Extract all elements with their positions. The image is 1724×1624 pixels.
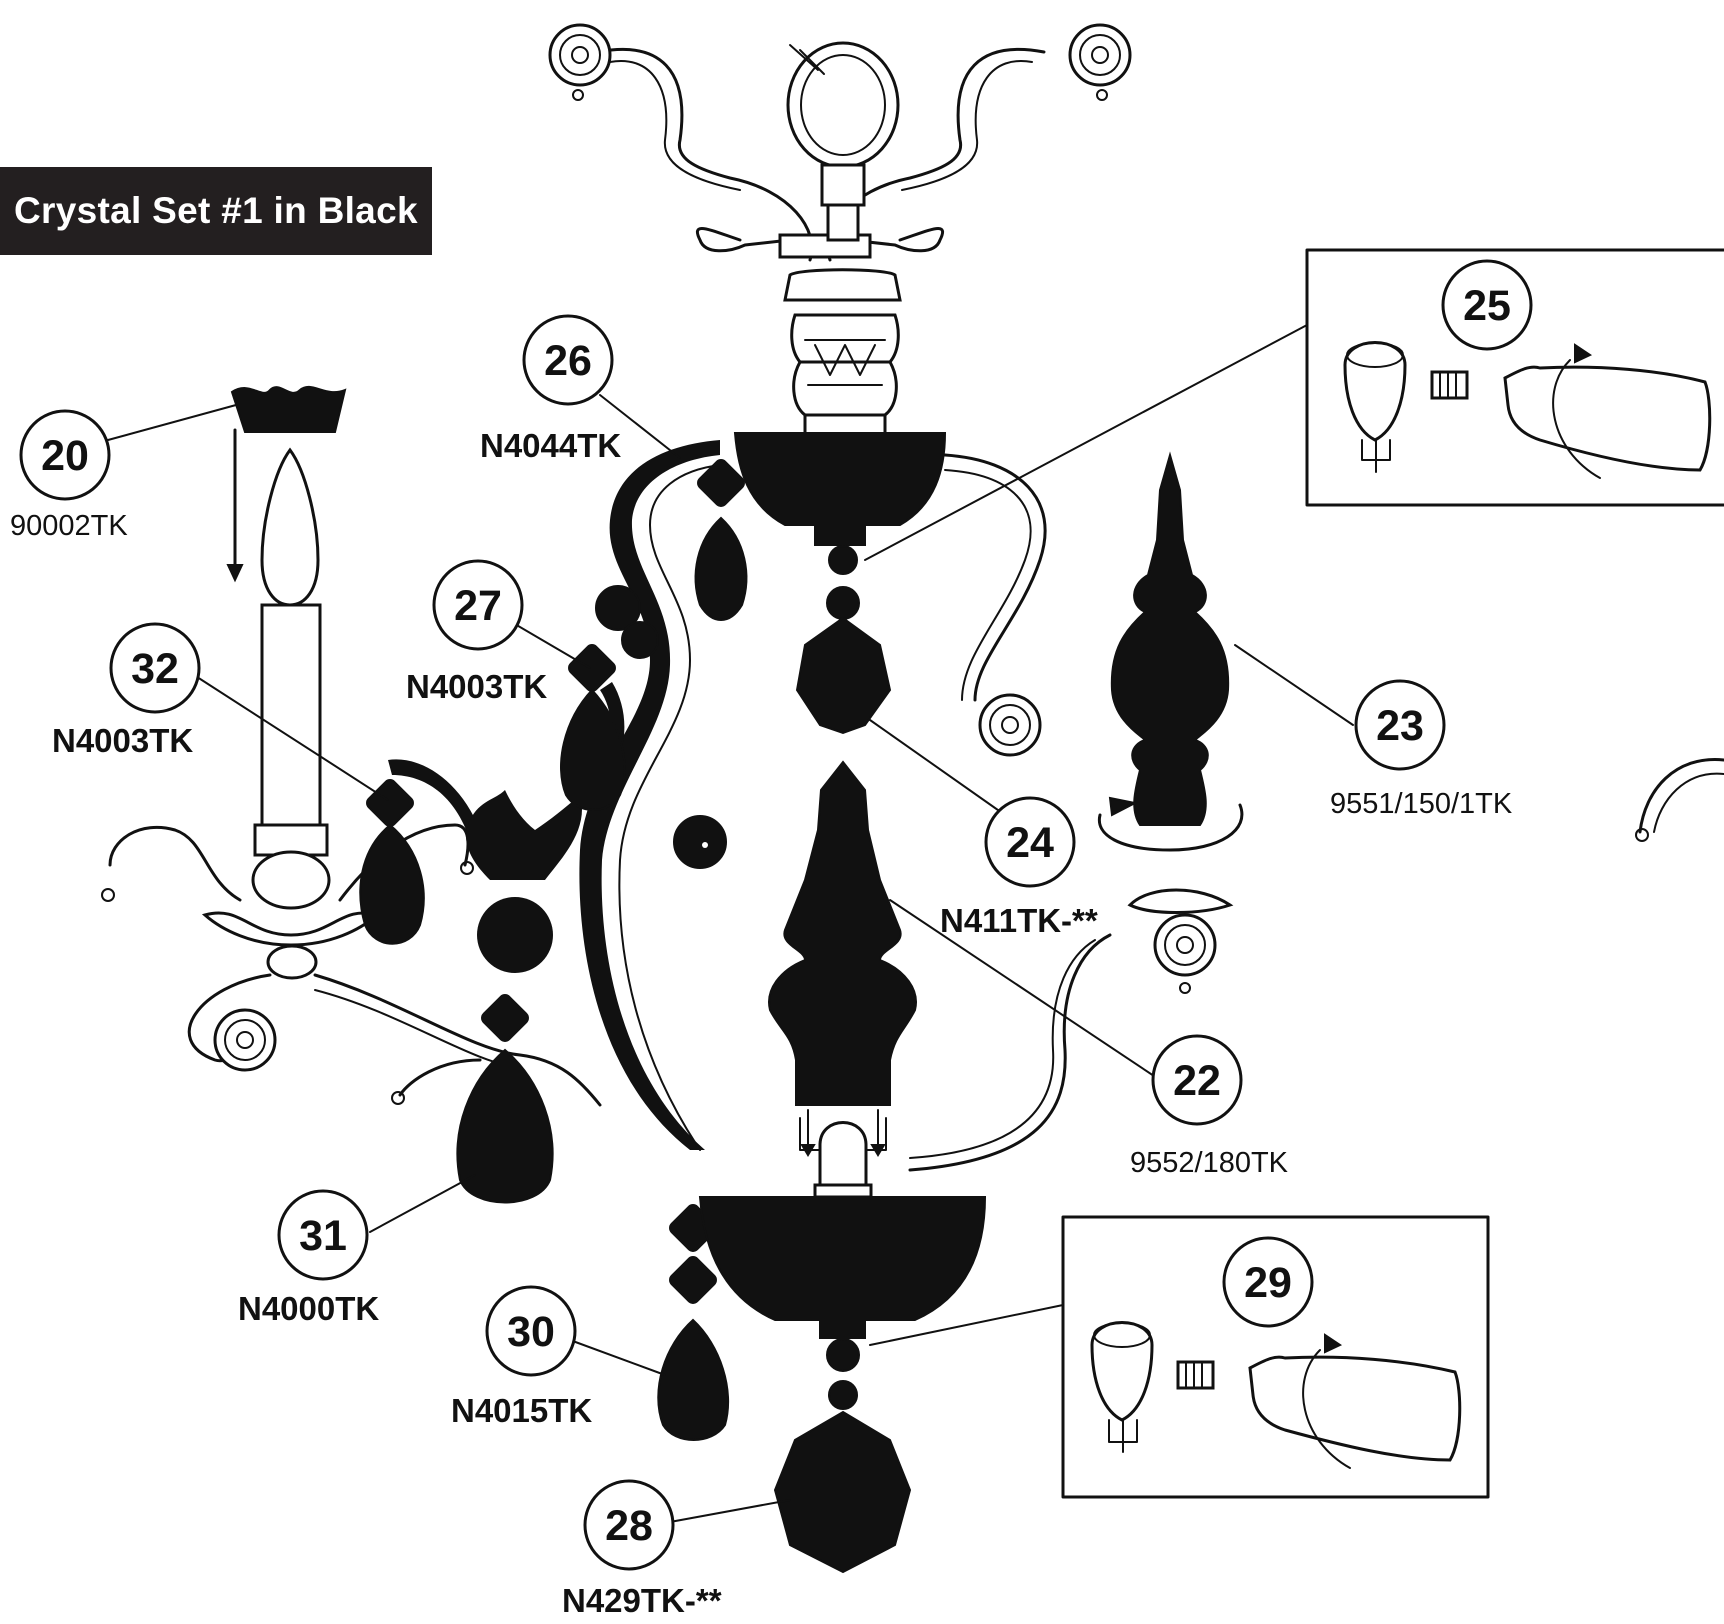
leader-26 xyxy=(599,394,681,459)
callout-24: 24 xyxy=(984,796,1076,888)
callout-25-number: 25 xyxy=(1463,282,1511,330)
callout-31: 31 xyxy=(277,1189,369,1281)
code-27: N4003TK xyxy=(406,668,547,705)
leader-24 xyxy=(869,719,1006,816)
code-20: 90002TK xyxy=(10,510,128,542)
callout-27: 27 xyxy=(432,559,524,651)
code-30: N4015TK xyxy=(451,1392,592,1429)
callout-28: 28 xyxy=(583,1479,675,1571)
callout-27-number: 27 xyxy=(454,582,502,630)
leader-29 xyxy=(869,1304,1064,1346)
leader-32 xyxy=(193,674,389,801)
callouts: 20 22 23 24 25 26 xyxy=(19,259,1533,1571)
callout-20-number: 20 xyxy=(41,432,89,480)
leader-lines xyxy=(107,324,1354,1523)
callout-30-number: 30 xyxy=(507,1308,555,1356)
page-title: Crystal Set #1 in Black xyxy=(0,167,432,255)
code-24: N411TK-** xyxy=(940,902,1098,939)
leader-20 xyxy=(107,404,237,441)
rosette-top-left xyxy=(548,23,612,101)
center-column xyxy=(783,268,902,439)
leader-30 xyxy=(569,1339,666,1376)
callout-29-number: 29 xyxy=(1244,1259,1292,1307)
upper-cup xyxy=(733,432,947,526)
code-31: N4000TK xyxy=(238,1290,379,1327)
left-candle-arm xyxy=(101,385,708,1107)
callout-25: 25 xyxy=(1441,259,1533,351)
crystals xyxy=(359,459,912,1574)
leader-25 xyxy=(864,324,1308,561)
callout-22: 22 xyxy=(1151,1034,1243,1126)
callout-26: 26 xyxy=(522,314,614,406)
code-28: N429TK-** xyxy=(562,1582,722,1619)
callout-31-number: 31 xyxy=(299,1212,347,1260)
code-22: 9552/180TK xyxy=(1130,1147,1289,1179)
leader-22 xyxy=(889,899,1161,1081)
leader-27 xyxy=(507,619,591,669)
callout-28-number: 28 xyxy=(605,1502,653,1550)
callout-32-number: 32 xyxy=(131,645,179,693)
finial-22 xyxy=(768,760,917,1199)
callout-26-number: 26 xyxy=(544,337,592,385)
leader-31 xyxy=(369,1174,476,1233)
rosette-right-mid xyxy=(978,693,1042,757)
code-26: N4044TK xyxy=(480,427,621,464)
rosette-right-low xyxy=(1153,913,1217,994)
callout-29: 29 xyxy=(1222,1236,1314,1328)
rosette-top-right xyxy=(1068,23,1132,101)
code-23: 9551/150/1TK xyxy=(1330,788,1513,820)
callout-22-number: 22 xyxy=(1173,1057,1221,1105)
leader-28 xyxy=(669,1499,791,1523)
leader-23 xyxy=(1234,644,1354,726)
callout-24-number: 24 xyxy=(1006,819,1054,867)
rosette-left-low xyxy=(213,1008,277,1072)
crown-arms xyxy=(548,23,1132,262)
callout-30: 30 xyxy=(485,1285,577,1377)
code-32: N4003TK xyxy=(52,722,193,759)
lower-cup xyxy=(698,1196,987,1321)
callout-32: 32 xyxy=(109,622,201,714)
finial-23 xyxy=(1097,451,1244,852)
callout-23-number: 23 xyxy=(1376,702,1424,750)
part-codes: 90002TK 9552/180TK 9551/150/1TK N411TK-*… xyxy=(10,427,1513,1619)
callout-23: 23 xyxy=(1354,679,1446,771)
callout-20: 20 xyxy=(19,409,111,501)
